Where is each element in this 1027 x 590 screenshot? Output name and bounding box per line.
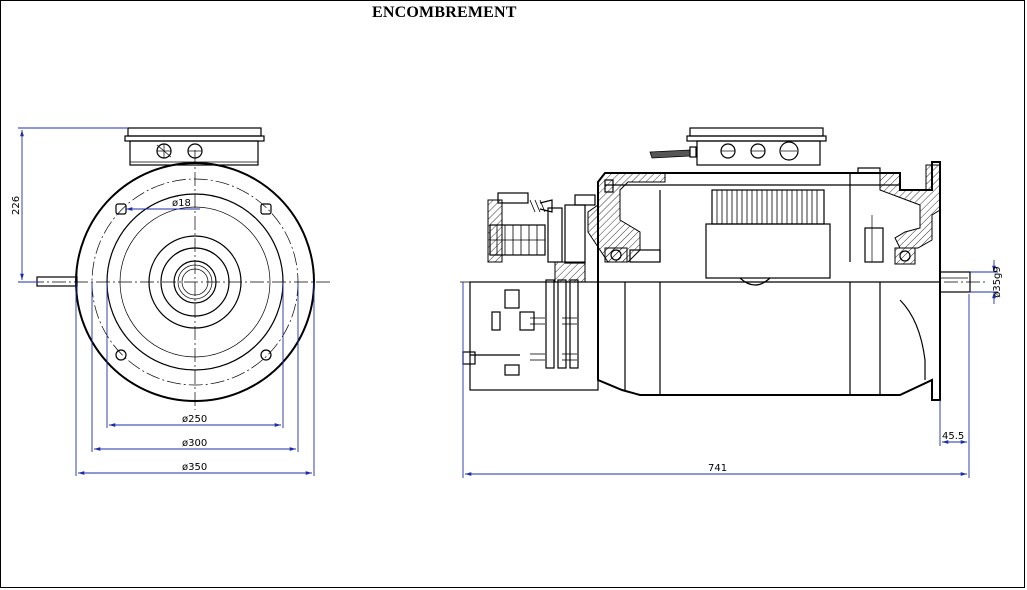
dim-length-label: 741 xyxy=(708,463,727,474)
front-terminal-box xyxy=(124,127,265,166)
dim-shaft-length: 45.5 xyxy=(939,400,967,446)
dim-shaft-diameter-label: ø35g9 xyxy=(992,266,1003,298)
mount-hole xyxy=(115,203,127,215)
dim-length: 741 xyxy=(462,282,970,478)
mount-hole xyxy=(260,203,272,215)
mount-hole xyxy=(115,349,127,361)
bearing-right xyxy=(894,247,916,265)
dim-diameters: ø250 ø300 ø350 xyxy=(75,282,315,476)
dim-hole-label: ø18 xyxy=(172,198,191,209)
end-shield-left xyxy=(587,172,666,263)
dim-d3-label: ø350 xyxy=(182,462,207,473)
release-lever xyxy=(36,270,78,292)
drawing-title: ENCOMBREMENT xyxy=(372,4,517,21)
end-shield-right xyxy=(879,164,941,249)
side-view: 741 45.5 ø35g9 xyxy=(460,127,1003,478)
side-terminal-box xyxy=(649,127,827,166)
bearing-left xyxy=(604,247,628,263)
mount-hole xyxy=(260,349,272,361)
dim-d1-label: ø250 xyxy=(182,414,207,425)
front-view: 226 ø18 ø250 ø300 ø350 xyxy=(11,127,330,476)
dim-height: 226 xyxy=(11,127,128,283)
dim-shaft-diameter: ø35g9 xyxy=(970,260,1003,304)
dim-shaft-length-label: 45.5 xyxy=(942,431,964,442)
cable xyxy=(649,149,691,159)
dim-height-label: 226 xyxy=(11,196,22,215)
stator-laminations xyxy=(711,189,825,225)
dim-d2-label: ø300 xyxy=(182,438,207,449)
dim-hole: ø18 xyxy=(126,198,200,211)
brake-assembly xyxy=(462,192,599,391)
